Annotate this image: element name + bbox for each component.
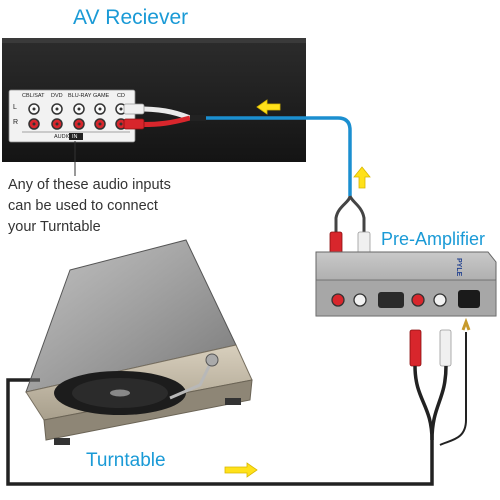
pre-amplifier-title: Pre-Amplifier: [381, 229, 486, 249]
preamp-jack-white-1: [353, 293, 367, 307]
note-line-2: can be used to connect: [8, 198, 158, 214]
turntable-plug-red: [409, 329, 422, 367]
input-label-cd: CD: [117, 93, 125, 99]
channel-label-right: R: [13, 119, 19, 126]
av-receiver: [2, 38, 306, 162]
turntable-spindle: [110, 389, 130, 397]
blue-audio-cable: [206, 116, 352, 196]
preamp-brand-logo: PYLE: [455, 258, 462, 277]
turntable-title: Turntable: [86, 450, 166, 471]
pre-amplifier: [315, 251, 497, 317]
turntable-foot-left: [54, 438, 70, 445]
input-jack-blu-ray: [73, 103, 85, 130]
ground-wire: [439, 332, 467, 446]
turntable-signal-cable: [6, 378, 434, 486]
audio-input-plate: [8, 89, 136, 143]
preamp-jack-white-2: [433, 293, 447, 307]
flow-arrow-right-icon: [224, 462, 258, 478]
turntable-output-cable: [6, 317, 471, 486]
preamp-jack-red-2: [411, 293, 425, 307]
flow-arrow-up-icon: [353, 166, 371, 189]
input-jack-dvd: [51, 103, 63, 130]
ground-spade-icon: [461, 317, 471, 331]
audio-label: AUDIO: [54, 134, 72, 140]
turntable-tonearm: [169, 359, 214, 400]
connection-note: Any of these audio inputs can be used to…: [8, 175, 198, 238]
cable-branch-red: [334, 195, 352, 236]
receiver-audio-input-panel: [8, 89, 136, 143]
turntable-foot-right: [225, 398, 241, 405]
rca-plug-white: [123, 103, 145, 115]
preamp-jack-red-1: [331, 293, 345, 307]
note-line-1: Any of these audio inputs: [8, 177, 171, 193]
input-jack-cbl-sat: [28, 103, 40, 130]
rca-plug-red: [123, 118, 145, 130]
input-label-blu-ray: BLU-RAY: [68, 93, 92, 99]
note-line-3: your Turntable: [8, 219, 101, 235]
input-label-game: GAME: [93, 93, 110, 99]
input-label-dvd: DVD: [51, 93, 63, 99]
turntable-pivot: [205, 353, 219, 367]
preamp-ground-terminal: [378, 292, 404, 308]
audio-in-label: IN: [72, 134, 78, 140]
channel-label-left: L: [13, 104, 17, 111]
input-jack-cd: [115, 103, 127, 130]
cable-branch-white: [348, 195, 366, 236]
av-receiver-title: AV Reciever: [73, 6, 189, 29]
preamp-power-jack: [458, 290, 480, 308]
input-label-cbl-sat: CBL/SAT: [22, 93, 45, 99]
input-jack-game: [94, 103, 106, 130]
flow-arrow-left-icon: [256, 99, 281, 115]
turntable: [25, 239, 253, 445]
audio-in-badge: [69, 133, 83, 140]
receiver-top-edge: [2, 38, 306, 43]
turntable-plug-white: [439, 329, 452, 367]
